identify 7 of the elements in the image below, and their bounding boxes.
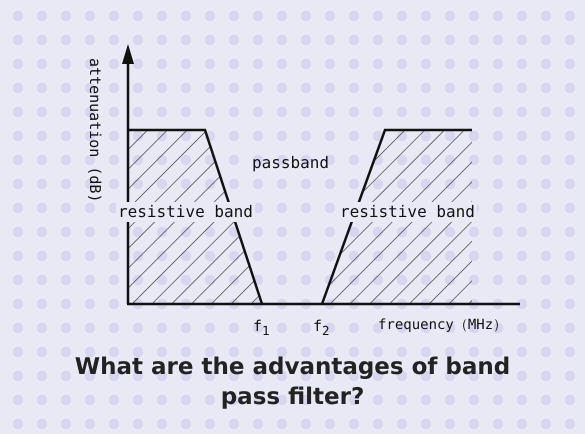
region-label: passband <box>252 154 330 172</box>
region-label: resistive band <box>116 202 255 222</box>
frequency-marker: f$_{1}$ <box>253 318 270 338</box>
axis-label: attenuation (dB) <box>86 58 103 202</box>
frequency-marker: f$_{2}$ <box>313 318 330 338</box>
axis-label: frequency（MHz） <box>378 318 508 334</box>
caption: What are the advantages of band pass filter? <box>74 353 512 412</box>
